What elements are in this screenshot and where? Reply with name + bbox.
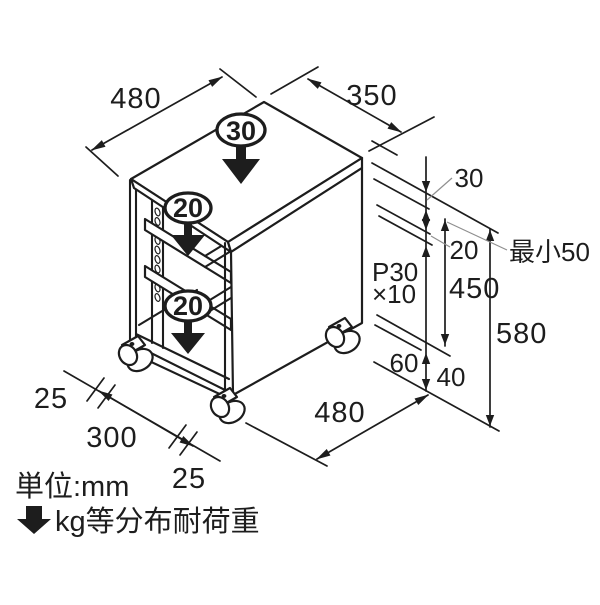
- dim-inner-height-label: 450: [449, 273, 500, 305]
- load-arrow-lower-icon: [171, 321, 205, 354]
- load-arrow-top-icon: [222, 146, 260, 184]
- load-badges: 30 20 20: [163, 112, 267, 354]
- load-badge-lower-shelf: 20: [163, 289, 213, 354]
- load-badge-top: 30: [215, 112, 267, 184]
- dim-min-clearance-label: 最小50: [509, 237, 590, 267]
- dim-pitch-label-line1: P30: [372, 257, 418, 287]
- caster-back-left: [117, 334, 154, 373]
- load-badge-top-value: 30: [226, 116, 256, 146]
- dim-front-spans: 25 300 25: [34, 370, 221, 495]
- dim-overall-height: 580: [485, 228, 547, 428]
- dim-front-left-offset-label: 25: [34, 383, 68, 415]
- dim-inner-height: 450: [440, 218, 500, 347]
- caster-right: [324, 316, 361, 355]
- notes: 単位:mm kg等分布耐荷重: [15, 470, 260, 538]
- shelf-pitch-holes: [154, 207, 161, 302]
- leader-min-clearance: [446, 221, 508, 251]
- load-arrow-upper-icon: [171, 223, 205, 256]
- dim-vertical-line-1: [421, 156, 431, 392]
- dim-top-width-label: 480: [110, 83, 161, 115]
- dim-shelf-thickness-label: 20: [450, 235, 479, 265]
- load-legend-note: kg等分布耐荷重: [55, 505, 260, 538]
- leader-top-thickness: [426, 177, 453, 201]
- dim-caster-height-label: 60: [390, 348, 419, 378]
- dim-top-depth-label: 350: [346, 80, 397, 112]
- load-badge-lower-value: 20: [173, 291, 203, 321]
- leader-shelf-thickness: [430, 235, 451, 248]
- load-legend-arrow-icon: [17, 506, 51, 534]
- dim-pitch-label-line2: ×10: [372, 279, 416, 309]
- load-badge-upper-value: 20: [173, 193, 203, 223]
- dim-bottom-depth-label: 480: [314, 397, 365, 429]
- dim-front-right-offset-label: 25: [172, 463, 206, 495]
- dim-base-height-label: 40: [437, 362, 466, 392]
- dim-top-width: 480: [85, 68, 257, 177]
- dim-top-thickness-label: 30: [455, 163, 484, 193]
- cabinet-floor-front-top: [134, 332, 231, 381]
- dim-bottom-depth: 480: [245, 394, 429, 467]
- dim-top-depth: 350: [270, 66, 435, 152]
- dimension-annotations: 480 350: [34, 66, 590, 495]
- dim-right-extension-lines: [371, 140, 500, 432]
- caster-front: [209, 386, 246, 425]
- dim-front-span-label: 300: [86, 422, 137, 454]
- load-badge-upper-shelf: 20: [163, 191, 213, 256]
- dim-overall-height-label: 580: [496, 318, 547, 350]
- unit-note: 単位:mm: [15, 470, 129, 503]
